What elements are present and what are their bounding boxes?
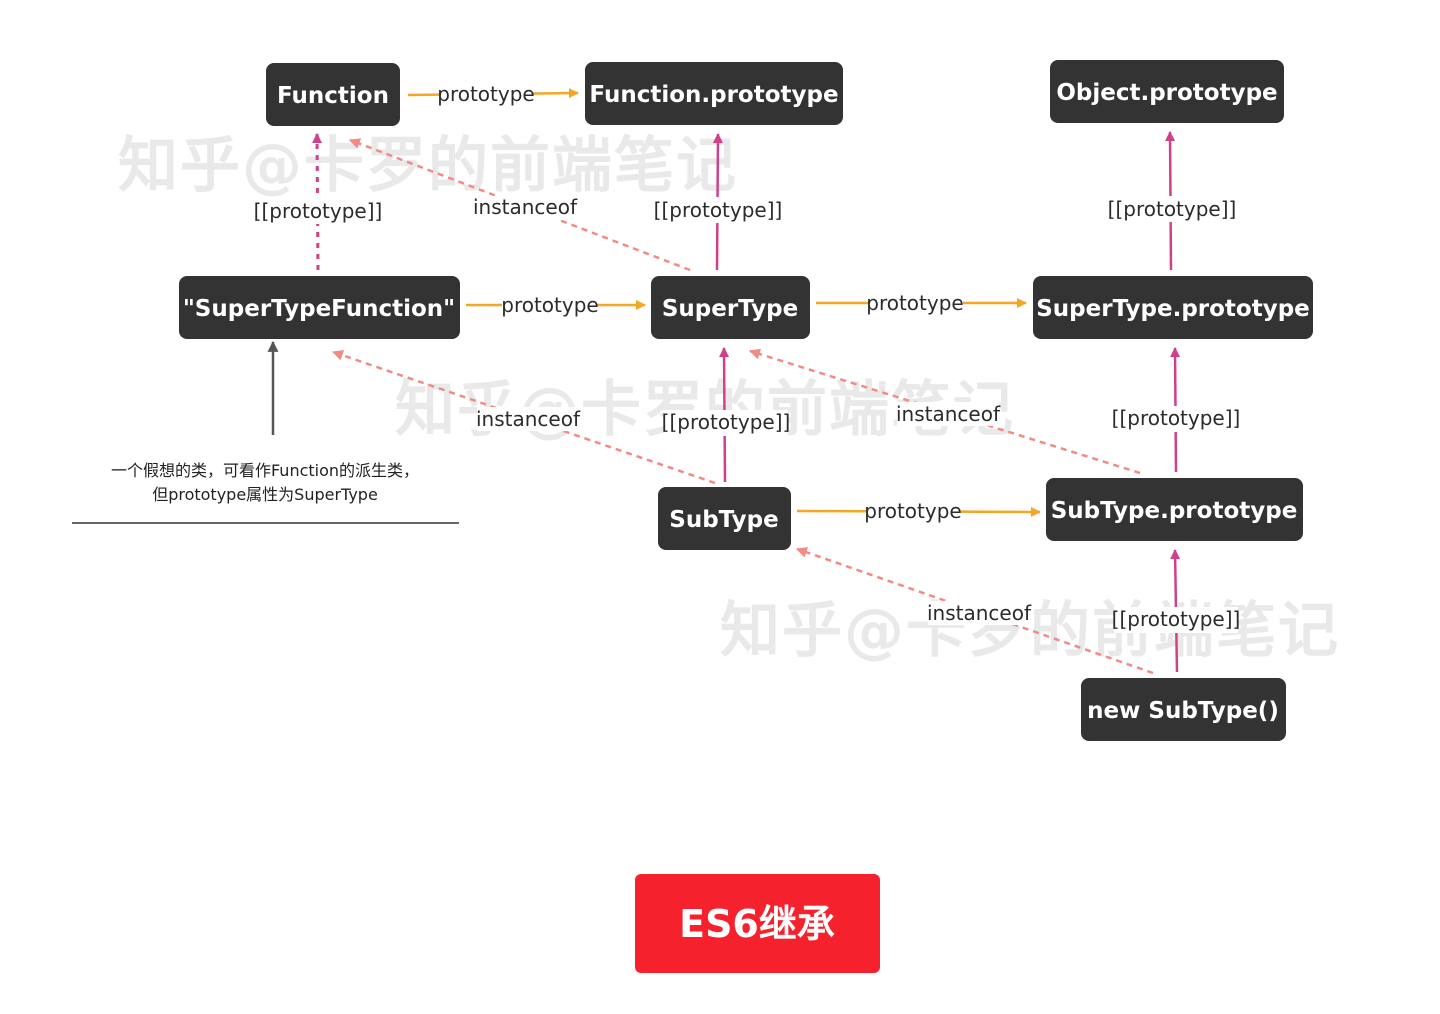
node-subtype-prototype: SubType.prototype xyxy=(1046,478,1303,541)
node-function-prototype: Function.prototype xyxy=(585,62,843,125)
label-proto-link: [[prototype]] xyxy=(254,199,383,223)
node-label: Object.prototype xyxy=(1056,80,1277,106)
label-instanceof: instanceof xyxy=(473,195,578,219)
node-label: SuperType xyxy=(662,296,798,322)
node-supertype-prototype: SuperType.prototype xyxy=(1033,276,1313,339)
note: 一个假想的类，可看作Function的派生类， 但prototype属性为Sup… xyxy=(72,461,459,524)
edge-supertype-instanceof-function xyxy=(348,138,691,272)
node-label: "SuperTypeFunction" xyxy=(183,296,455,322)
label-proto-link: [[prototype]] xyxy=(654,198,783,222)
label-proto-link: [[prototype]] xyxy=(1108,197,1237,221)
label-prototype: prototype xyxy=(864,499,961,523)
node-object-prototype: Object.prototype xyxy=(1050,60,1284,123)
label-instanceof: instanceof xyxy=(927,601,1032,625)
label-prototype: prototype xyxy=(866,291,963,315)
note-line-2: 但prototype属性为SuperType xyxy=(152,485,378,504)
watermark: 知乎@卡罗的前端笔记 xyxy=(118,131,738,201)
node-function: Function xyxy=(266,63,400,126)
label-proto-link: [[prototype]] xyxy=(1112,406,1241,430)
node-subtype: SubType xyxy=(658,487,791,550)
node-label: Function xyxy=(277,83,389,109)
note-line-1: 一个假想的类，可看作Function的派生类， xyxy=(111,461,419,480)
title-badge: ES6继承 xyxy=(635,874,880,973)
node-label: Function.prototype xyxy=(589,82,838,108)
label-instanceof: instanceof xyxy=(896,402,1001,426)
node-label: new SubType() xyxy=(1087,698,1279,724)
edge-labels: prototype prototype prototype prototype … xyxy=(254,82,1241,633)
node-supertype: SuperType xyxy=(651,276,810,339)
node-new-subtype: new SubType() xyxy=(1081,678,1286,741)
label-instanceof: instanceof xyxy=(476,407,581,431)
node-label: SuperType.prototype xyxy=(1036,296,1310,322)
label-proto-link: [[prototype]] xyxy=(1112,607,1241,631)
node-supertype-function: "SuperTypeFunction" xyxy=(179,276,460,339)
label-proto-link: [[prototype]] xyxy=(662,410,791,434)
label-prototype: prototype xyxy=(437,82,534,106)
edge-subtypeprototype-instanceof-supertype xyxy=(748,348,1141,475)
node-label: SubType.prototype xyxy=(1051,498,1298,524)
title: ES6继承 xyxy=(679,902,835,946)
label-prototype: prototype xyxy=(501,293,598,317)
node-label: SubType xyxy=(669,507,778,533)
